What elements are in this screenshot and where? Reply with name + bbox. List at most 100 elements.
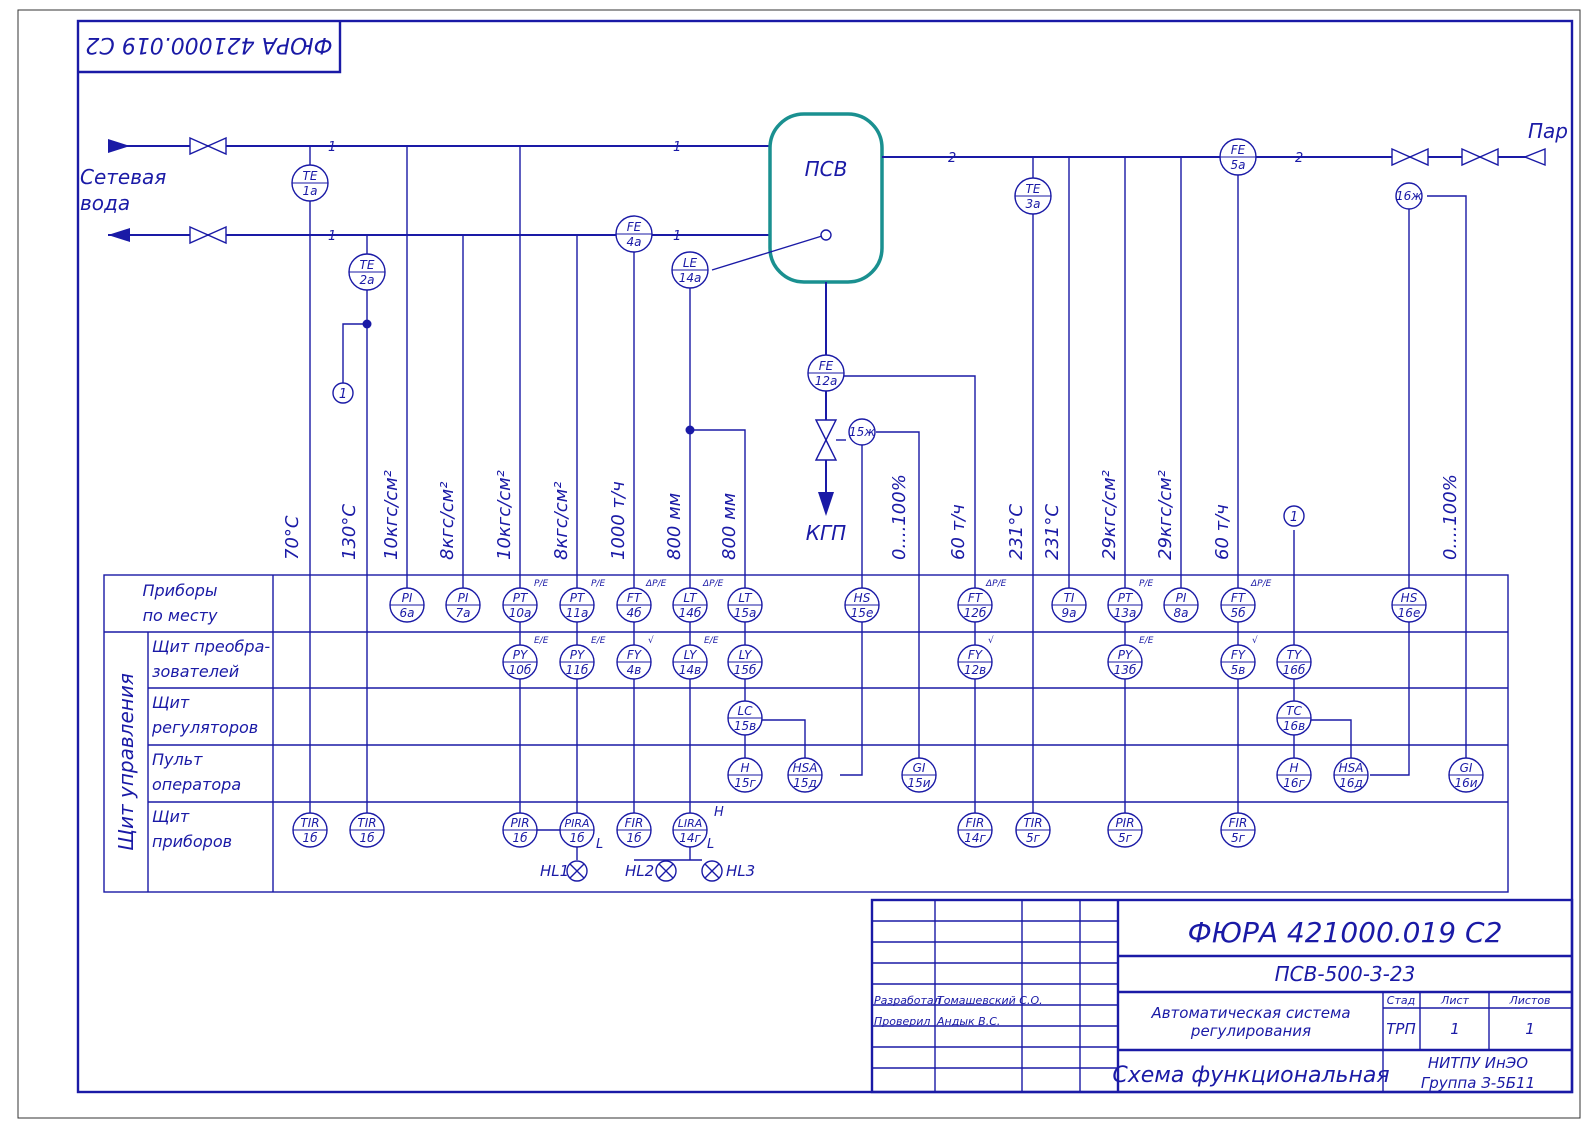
range-label: 800 мм	[719, 493, 740, 560]
svg-text:Группа З-5Б11: Группа З-5Б11	[1421, 1074, 1535, 1092]
instrument-tag: TE	[1026, 182, 1041, 196]
range-label: 231°С	[1042, 504, 1063, 560]
instrument-number: 14б	[679, 606, 702, 620]
instrument-number: 15д	[793, 776, 817, 790]
instrument-number: 1б	[512, 831, 528, 845]
instrument-number: 4а	[627, 235, 642, 249]
supply-line: 1 1	[108, 136, 770, 156]
svg-text:Пульт: Пульт	[152, 750, 203, 769]
return-line: 1 1	[108, 225, 770, 245]
svg-text:1: 1	[328, 140, 336, 155]
instrument-tag: PIRA	[564, 817, 589, 830]
instrument-number: 15г	[734, 776, 756, 790]
instrument-tag: 16ж	[1396, 189, 1422, 203]
svg-text:2: 2	[948, 151, 956, 166]
instrument-number: 11б	[566, 663, 589, 677]
svg-text:Автоматическая система: Автоматическая система	[1150, 1004, 1350, 1022]
range-label: 1000 т/ч	[608, 481, 629, 560]
instrument-number: 10б	[509, 663, 532, 677]
range-label: 800 мм	[664, 493, 685, 560]
svg-text:КГП: КГП	[806, 521, 846, 545]
instrument-number: 16д	[1339, 776, 1363, 790]
instrument-number: 16и	[1454, 776, 1477, 790]
range-label: 130°С	[339, 504, 360, 560]
svg-text:Схема функциональная: Схема функциональная	[1112, 1063, 1389, 1088]
valve-return	[189, 225, 227, 245]
svg-text:√: √	[988, 635, 994, 646]
instrument-number: 5а	[1231, 158, 1246, 172]
instrument-tag: HS	[1401, 591, 1418, 605]
svg-text:√: √	[1252, 635, 1258, 646]
instrument-tag: PI	[402, 591, 413, 605]
instrument-tag: FIR	[625, 816, 644, 830]
instrument-number: 5г	[1231, 831, 1246, 845]
instrument-ye15: 15ж	[848, 418, 876, 446]
instrument-number: 5б	[1230, 606, 1246, 620]
instrument-tag: H	[1289, 761, 1298, 775]
svg-text:√: √	[648, 635, 654, 646]
svg-text:Томашевский С.О.: Томашевский С.О.	[937, 994, 1043, 1007]
instrument-tag: HS	[854, 591, 871, 605]
svg-text:1: 1	[1450, 1020, 1460, 1038]
function-marks: P/E P/E ΔP/E ΔP/E ΔP/E P/E ΔP/E E/E E/E …	[534, 579, 1272, 852]
svg-text:оператора: оператора	[152, 775, 241, 794]
svg-text:P/E: P/E	[1139, 579, 1153, 589]
instrument-number: 12б	[964, 606, 987, 620]
svg-text:P/E: P/E	[591, 579, 605, 589]
instrument-tag: LY	[684, 648, 699, 662]
range-label: 60 т/ч	[948, 504, 969, 560]
lamp-hl1: HL1	[540, 860, 588, 882]
svg-text:Разработал: Разработал	[874, 994, 941, 1007]
instrument-tag: FE	[819, 359, 834, 373]
instrument-tag: PY	[513, 648, 529, 662]
range-label: 10кгс/см²	[494, 470, 515, 560]
instrument-ye16: 16ж	[1395, 182, 1423, 210]
svg-text:L: L	[707, 837, 714, 852]
instrument-number: 4в	[627, 663, 642, 677]
instrument-tag: FT	[1231, 591, 1247, 605]
instrument-tag: PT	[513, 591, 529, 605]
instrument-tag: 15ж	[849, 425, 875, 439]
drain-line: КГП	[806, 282, 846, 545]
svg-text:Щит управления: Щит управления	[114, 673, 138, 851]
instrument-number: 1б	[359, 831, 375, 845]
instrument-number: 1а	[303, 184, 318, 198]
instrument-number: 16б	[1283, 663, 1306, 677]
instrument-number: 5г	[1026, 831, 1041, 845]
instrument-number: 16в	[1283, 719, 1305, 733]
instrument-tag: TE	[303, 169, 318, 183]
instrument-tag: LT	[683, 591, 698, 605]
instrument-number: 1б	[569, 831, 585, 845]
instrument-tag: FY	[968, 648, 984, 662]
instrument-tag: PI	[1176, 591, 1187, 605]
range-label: 70°С	[282, 515, 303, 560]
instrument-number: 15е	[851, 606, 874, 620]
svg-text:1: 1	[328, 229, 336, 244]
svg-text:регулирования: регулирования	[1190, 1022, 1311, 1040]
instrument-tag: H	[740, 761, 749, 775]
instrument-tag: PT	[1118, 591, 1134, 605]
instrument-tag: TE	[360, 258, 375, 272]
svg-text:H: H	[714, 805, 724, 820]
svg-text:приборов: приборов	[152, 832, 232, 851]
svg-text:ΔP/E: ΔP/E	[985, 579, 1007, 589]
range-label: 60 т/ч	[1212, 504, 1233, 560]
instrument-tag: GI	[913, 761, 926, 775]
